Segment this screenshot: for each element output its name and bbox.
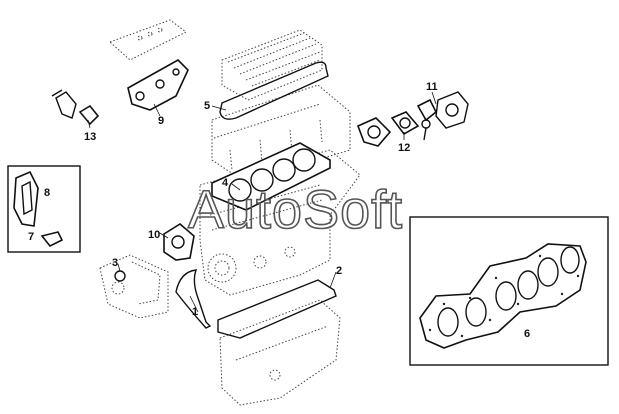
plenum-gasket <box>127 59 189 111</box>
callout-9: 9 <box>158 115 164 127</box>
valve-cover <box>221 29 323 101</box>
callout-5: 5 <box>204 100 210 112</box>
callout-7: 7 <box>28 231 34 243</box>
small-cover-gasket <box>13 170 39 227</box>
callout-3: 3 <box>112 257 118 269</box>
manifold-ports <box>437 246 580 337</box>
outlet-gasket <box>416 98 438 122</box>
plenum-cover <box>109 19 187 61</box>
thermostat-gasket-b <box>390 111 420 136</box>
timing-cover <box>99 254 169 319</box>
callout-8: 8 <box>44 187 50 199</box>
callout-6: 6 <box>524 328 530 340</box>
leader-lines <box>87 91 437 313</box>
head-gasket-bores <box>228 148 316 202</box>
valve-cover-gasket <box>219 61 329 120</box>
callout-numbers: 1 2 3 4 5 6 7 8 9 10 11 12 13 <box>28 81 530 340</box>
callout-10: 10 <box>148 229 160 241</box>
small-cover-panel <box>7 165 81 253</box>
oil-pan-gasket <box>217 279 337 339</box>
callout-12: 12 <box>398 142 410 154</box>
thermostat-housing <box>51 89 77 119</box>
cylinder-head <box>211 84 351 183</box>
manifold-texture <box>428 254 580 338</box>
manifold-inset <box>409 216 609 366</box>
callout-2: 2 <box>336 265 342 277</box>
water-outlet <box>435 91 469 129</box>
thermostat <box>421 119 431 141</box>
water-pump-gasket <box>163 223 195 261</box>
thermostat-gasket-a <box>356 117 392 147</box>
head-gasket <box>211 142 331 211</box>
callout-11: 11 <box>426 81 438 93</box>
thermostat-gasket <box>78 104 100 126</box>
callout-13: 13 <box>84 131 96 143</box>
callout-1: 1 <box>192 306 198 318</box>
small-seal <box>40 231 64 248</box>
front-seal <box>175 269 212 329</box>
callout-4: 4 <box>222 177 229 189</box>
o-ring <box>114 270 126 282</box>
watermark: AutoSoft <box>188 180 403 240</box>
oil-pan <box>219 299 341 406</box>
